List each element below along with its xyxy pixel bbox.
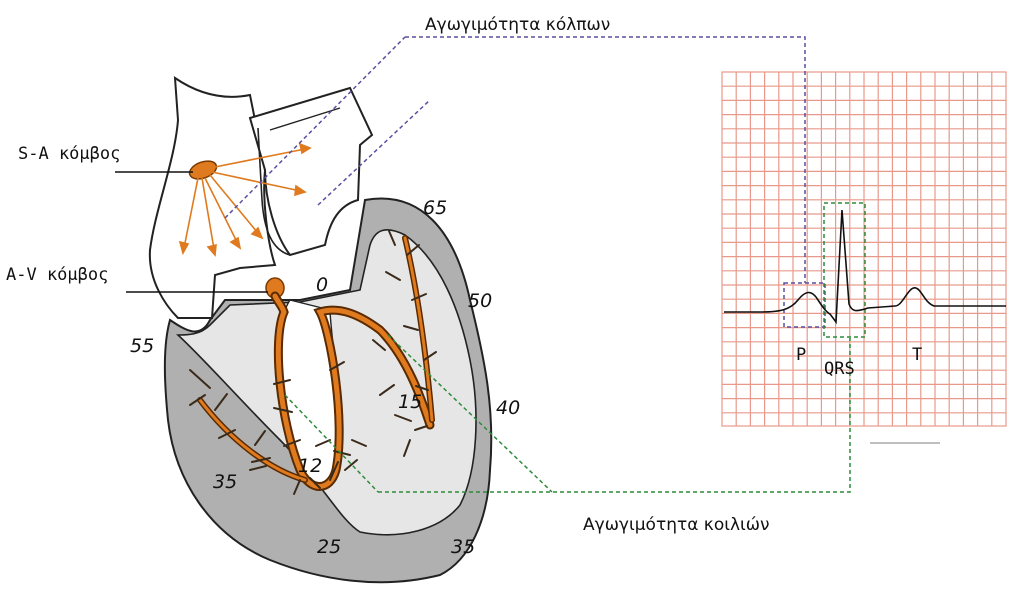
time-35-right: 35 <box>451 536 475 558</box>
ecg-t-label: T <box>912 345 922 365</box>
time-55: 55 <box>130 335 154 357</box>
time-15: 15 <box>398 391 422 413</box>
time-0: 0 <box>316 274 328 296</box>
time-12: 12 <box>298 455 322 477</box>
ventricular-conduction-label: Αγωγιμότητα κοιλιών <box>583 515 770 535</box>
atrial-conduction-label: Αγωγιμότητα κόλπων <box>425 15 610 35</box>
atria <box>150 78 372 318</box>
sa-node-label: S-A κόμβος <box>18 144 120 164</box>
ecg-p-label: P <box>796 345 806 365</box>
ecg-qrs-label: QRS <box>824 359 855 379</box>
av-node-label: A-V κόμβος <box>6 265 108 285</box>
time-35-left: 35 <box>213 471 237 493</box>
time-65: 65 <box>423 197 447 219</box>
time-40: 40 <box>496 397 520 419</box>
time-25: 25 <box>317 536 341 558</box>
time-50: 50 <box>468 290 492 312</box>
ecg-grid <box>722 72 1006 426</box>
